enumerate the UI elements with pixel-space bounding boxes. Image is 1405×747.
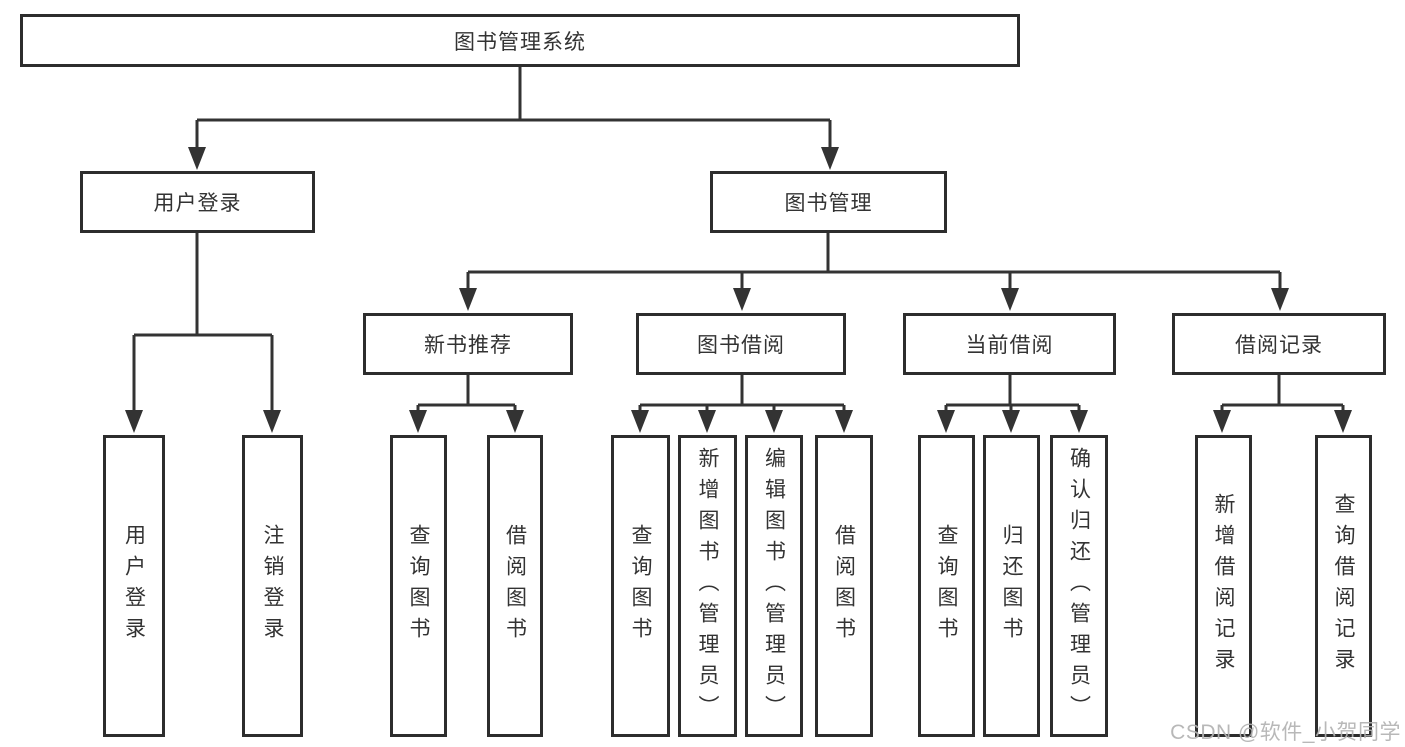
csdn-watermark: CSDN @软件_小贺同学 (1170, 721, 1401, 744)
leaf-query-books-current: 查询图书 (918, 435, 975, 737)
leaf-borrow-books-recommend: 借阅图书 (487, 435, 543, 737)
node-book-management: 图书管理 (710, 171, 947, 233)
leaf-add-borrow-record: 新增借阅记录 (1195, 435, 1252, 737)
node-label: 当前借阅 (965, 334, 1054, 357)
leaf-label: 用户登录 (122, 524, 146, 648)
leaf-confirm-return-admin: 确认归还（管理员） (1050, 435, 1108, 737)
node-label: 图书借阅 (697, 334, 785, 357)
node-root-library-system: 图书管理系统 (20, 14, 1020, 67)
node-label: 图书管理系统 (454, 30, 586, 54)
node-book-borrowing: 图书借阅 (636, 313, 846, 375)
leaf-add-books-admin: 新增图书（管理员） (678, 435, 737, 737)
leaf-label: 查询借阅记录 (1332, 493, 1355, 679)
node-label: 新书推荐 (424, 334, 512, 357)
node-current-borrowing: 当前借阅 (903, 313, 1116, 375)
leaf-user-login: 用户登录 (103, 435, 165, 737)
leaf-label: 查询图书 (935, 524, 958, 648)
leaf-label: 查询图书 (407, 524, 430, 648)
leaf-query-borrow-record: 查询借阅记录 (1315, 435, 1372, 737)
leaf-label: 编辑图书（管理员） (762, 446, 786, 726)
leaf-label: 借阅图书 (832, 524, 856, 648)
node-label: 图书管理 (784, 192, 873, 215)
leaf-borrow-books-borrowing: 借阅图书 (815, 435, 873, 737)
leaf-label: 确认归还（管理员） (1067, 446, 1091, 726)
leaf-label: 注销登录 (261, 524, 284, 648)
leaf-label: 归还图书 (1000, 524, 1023, 648)
leaf-label: 新增借阅记录 (1212, 493, 1235, 679)
leaf-logout: 注销登录 (242, 435, 303, 737)
leaf-label: 新增图书（管理员） (696, 446, 719, 726)
node-new-book-recommend: 新书推荐 (363, 313, 573, 375)
leaf-return-books: 归还图书 (983, 435, 1040, 737)
node-label: 借阅记录 (1235, 334, 1323, 357)
leaf-label: 借阅图书 (503, 524, 527, 648)
node-user-login: 用户登录 (80, 171, 315, 233)
leaf-label: 查询图书 (629, 524, 652, 648)
node-borrowing-records: 借阅记录 (1172, 313, 1386, 375)
leaf-query-books-recommend: 查询图书 (390, 435, 447, 737)
node-label: 用户登录 (153, 192, 242, 215)
leaf-query-books-borrowing: 查询图书 (611, 435, 670, 737)
leaf-edit-books-admin: 编辑图书（管理员） (745, 435, 803, 737)
